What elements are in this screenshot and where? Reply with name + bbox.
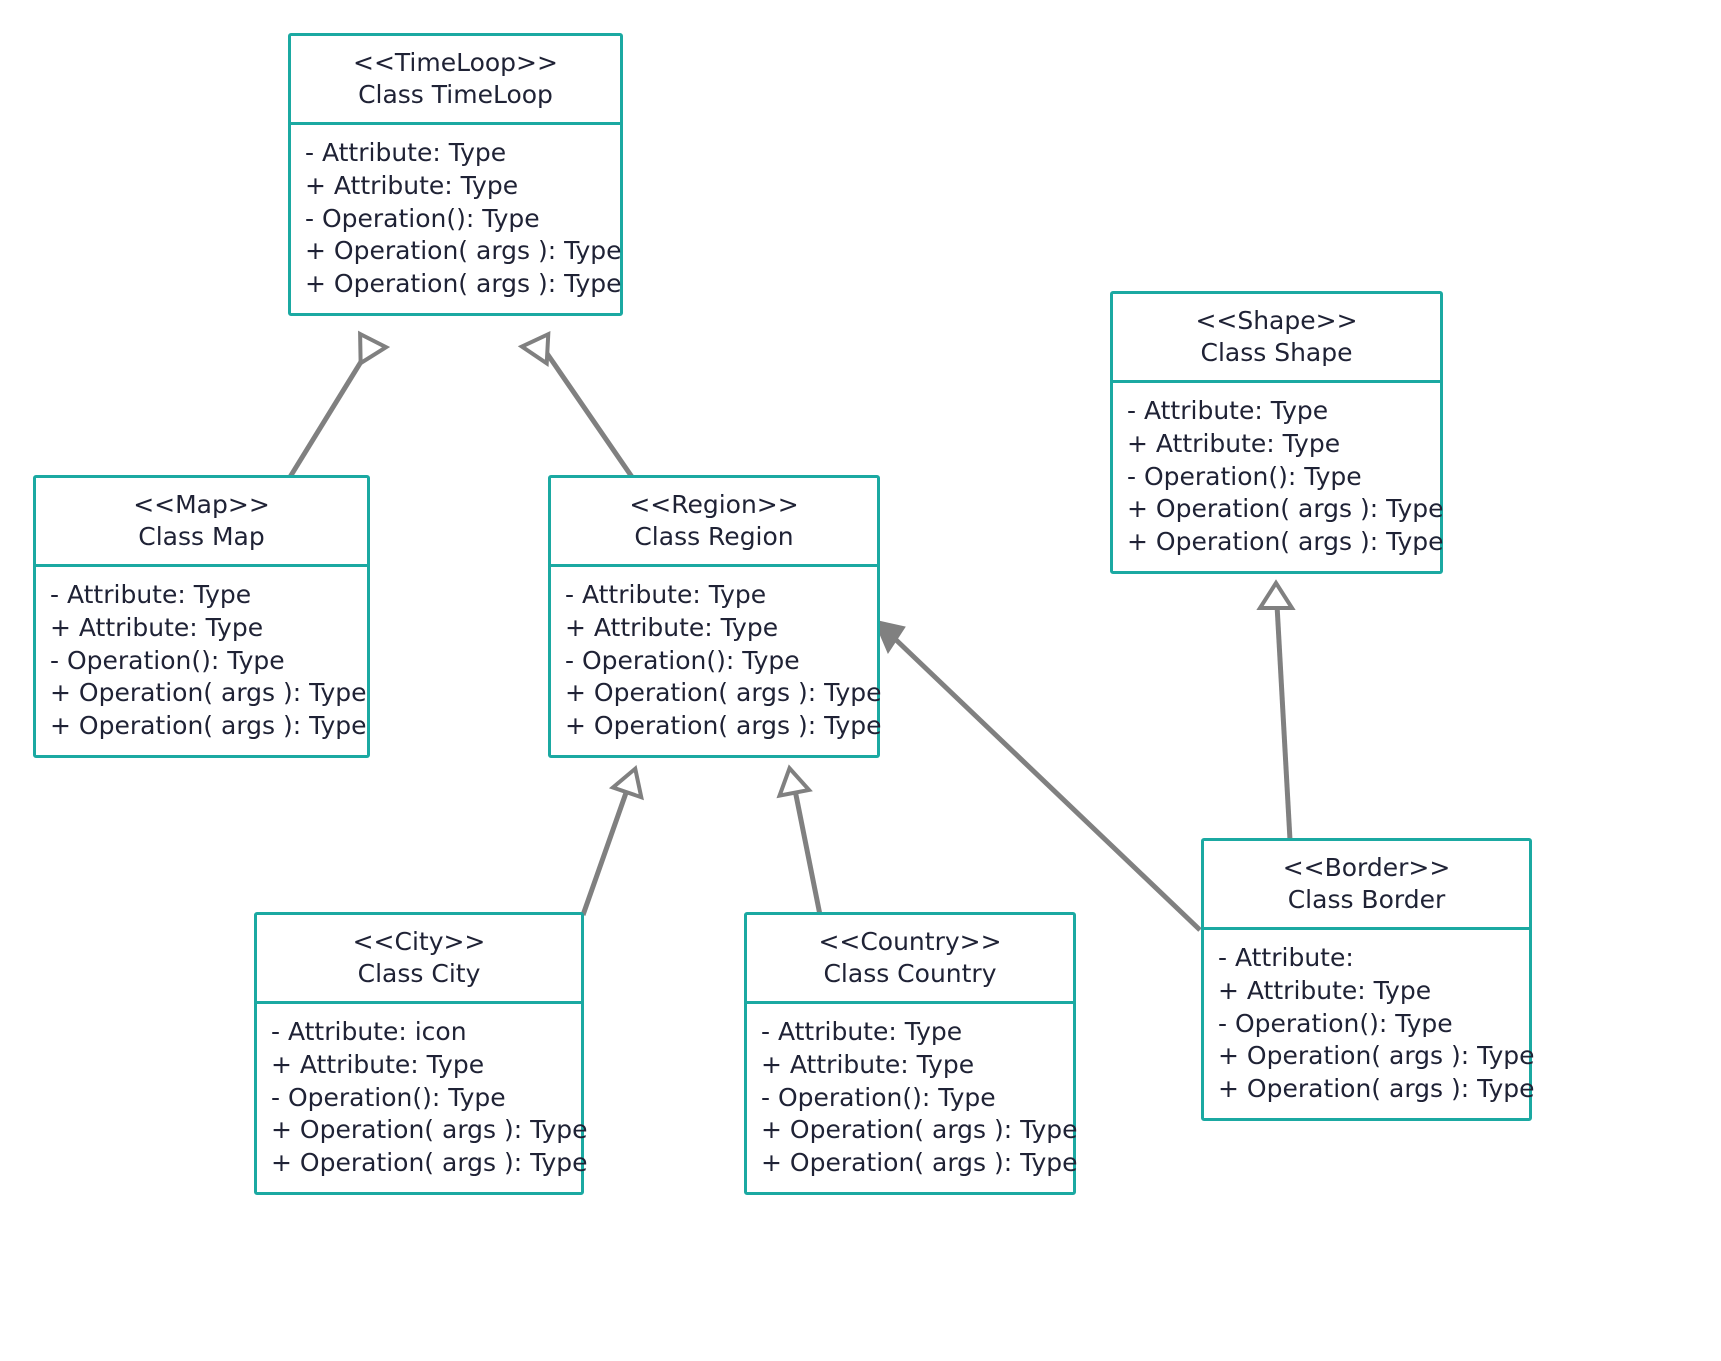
class-member: + Operation( args ): Type [271, 1115, 588, 1145]
class-member: + Attribute: Type [1218, 975, 1432, 1005]
class-member: - Operation(): Type [761, 1082, 996, 1112]
class-member: - Attribute: Type [50, 580, 252, 609]
class-member: - Operation(): Type [565, 645, 800, 675]
class-name: Class Country [823, 958, 997, 988]
class-member: - Attribute: Type [565, 580, 767, 609]
class-member: - Operation(): Type [1218, 1008, 1453, 1038]
class-members-border: - Attribute: + Attribute: Type - Operati… [1204, 930, 1535, 1118]
class-member: + Operation( args ): Type [761, 1148, 1078, 1177]
class-members-country: - Attribute: Type + Attribute: Type - Op… [747, 1004, 1078, 1192]
class-member: + Operation( args ): Type [1218, 1074, 1535, 1103]
class-box-timeloop[interactable]: <<TimeLoop>> Class TimeLoop - Attribute:… [288, 33, 623, 316]
class-stereotype: <<Border>> [1282, 853, 1451, 882]
class-member: + Operation( args ): Type [1127, 527, 1444, 556]
edge-region-to-timeloop [517, 330, 635, 479]
class-member: + Operation( args ): Type [305, 236, 622, 266]
edge-map-to-timeloop [287, 330, 391, 479]
class-stereotype: <<Shape>> [1195, 306, 1358, 335]
class-member: - Attribute: Type [1127, 396, 1329, 425]
hollow-triangle-arrowhead-icon [608, 765, 644, 801]
class-name: Class Map [138, 521, 265, 551]
class-members-region: - Attribute: Type + Attribute: Type - Op… [551, 567, 882, 755]
class-member: + Operation( args ): Type [271, 1148, 588, 1177]
class-stereotype: <<City>> [352, 927, 486, 956]
class-member: + Attribute: Type [761, 1049, 975, 1079]
class-stereotype: <<Country>> [818, 927, 1002, 956]
class-member: + Operation( args ): Type [565, 678, 882, 708]
class-stereotype: <<Map>> [133, 490, 270, 519]
class-header-border: <<Border>> Class Border [1204, 841, 1529, 930]
class-member: - Operation(): Type [271, 1082, 506, 1112]
class-box-border[interactable]: <<Border>> Class Border - Attribute: + A… [1201, 838, 1535, 1121]
class-name: Class Shape [1200, 337, 1353, 367]
class-name: Class City [357, 958, 481, 988]
edge-city-to-region [580, 765, 644, 916]
class-header-country: <<Country>> Class Country [747, 915, 1073, 1004]
class-member: + Attribute: Type [565, 612, 779, 642]
class-stereotype: <<TimeLoop>> [353, 48, 558, 77]
class-stereotype: <<Region>> [629, 490, 799, 519]
class-member: - Operation(): Type [1127, 461, 1362, 491]
class-member: + Attribute: Type [50, 612, 264, 642]
class-header-city: <<City>> Class City [257, 915, 581, 1004]
class-box-country[interactable]: <<Country>> Class Country - Attribute: T… [744, 912, 1078, 1195]
class-member: + Operation( args ): Type [50, 678, 367, 708]
class-name: Class Border [1287, 884, 1446, 914]
class-members-shape: - Attribute: Type + Attribute: Type - Op… [1113, 383, 1444, 571]
class-box-city[interactable]: <<City>> Class City - Attribute: icon + … [254, 912, 588, 1195]
class-member: + Attribute: Type [1127, 428, 1341, 458]
class-members-timeloop: - Attribute: Type + Attribute: Type - Op… [291, 125, 622, 313]
class-header-map: <<Map>> Class Map [36, 478, 367, 567]
edge-border-to-shape [1256, 579, 1296, 841]
class-member: + Operation( args ): Type [50, 711, 367, 740]
class-member: - Attribute: [1218, 943, 1354, 972]
hollow-triangle-arrowhead-icon [1256, 579, 1296, 610]
class-member: - Attribute: icon [271, 1017, 467, 1046]
class-name: Class TimeLoop [358, 79, 553, 109]
class-name: Class Region [634, 521, 794, 551]
class-member: + Operation( args ): Type [761, 1115, 1078, 1145]
class-member: - Attribute: Type [761, 1017, 963, 1046]
class-box-region[interactable]: <<Region>> Class Region - Attribute: Typ… [548, 475, 882, 758]
class-box-shape[interactable]: <<Shape>> Class Shape - Attribute: Type … [1110, 291, 1444, 574]
class-member: + Operation( args ): Type [1127, 494, 1444, 524]
class-member: - Operation(): Type [50, 645, 285, 675]
class-member: + Operation( args ): Type [305, 269, 622, 298]
hollow-triangle-arrowhead-icon [517, 330, 551, 367]
class-member: - Attribute: Type [305, 138, 507, 167]
class-member: + Attribute: Type [271, 1049, 485, 1079]
hollow-triangle-arrowhead-icon [358, 330, 391, 367]
class-header-timeloop: <<TimeLoop>> Class TimeLoop [291, 36, 620, 125]
class-member: + Operation( args ): Type [1218, 1041, 1535, 1071]
class-members-city: - Attribute: icon + Attribute: Type - Op… [257, 1004, 588, 1192]
class-member: + Attribute: Type [305, 170, 519, 200]
class-member: - Operation(): Type [305, 203, 540, 233]
class-box-map[interactable]: <<Map>> Class Map - Attribute: Type + At… [33, 475, 370, 758]
class-member: + Operation( args ): Type [565, 711, 882, 740]
class-header-shape: <<Shape>> Class Shape [1113, 294, 1440, 383]
hollow-triangle-arrowhead-icon [776, 764, 813, 799]
edge-border-to-region [873, 619, 1202, 932]
class-members-map: - Attribute: Type + Attribute: Type - Op… [36, 567, 367, 755]
edge-country-to-region [776, 764, 823, 916]
class-header-region: <<Region>> Class Region [551, 478, 877, 567]
